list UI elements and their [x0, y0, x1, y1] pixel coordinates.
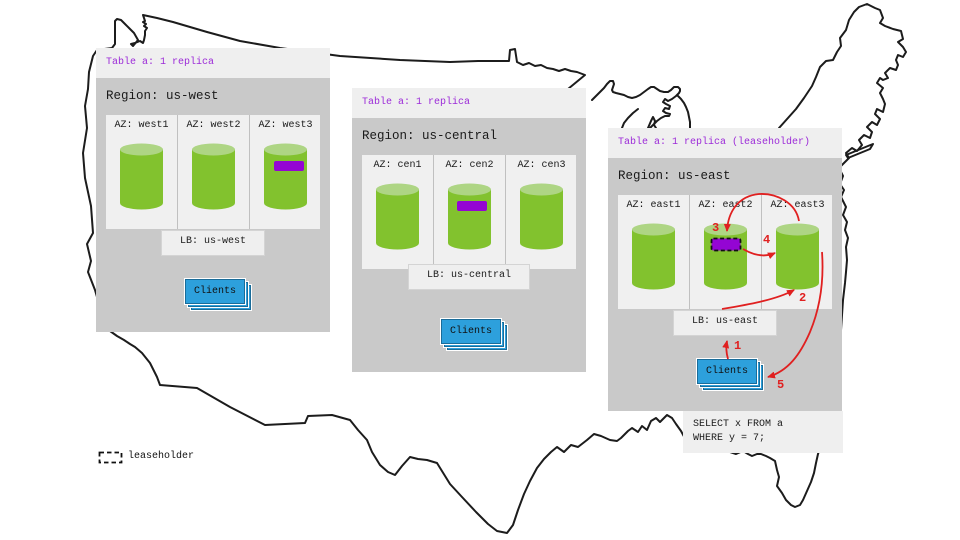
- svg-text:1: 1: [734, 339, 741, 353]
- svg-text:2: 2: [799, 291, 806, 305]
- svg-text:4: 4: [763, 233, 770, 247]
- svg-text:3: 3: [712, 221, 719, 235]
- svg-text:5: 5: [777, 378, 784, 392]
